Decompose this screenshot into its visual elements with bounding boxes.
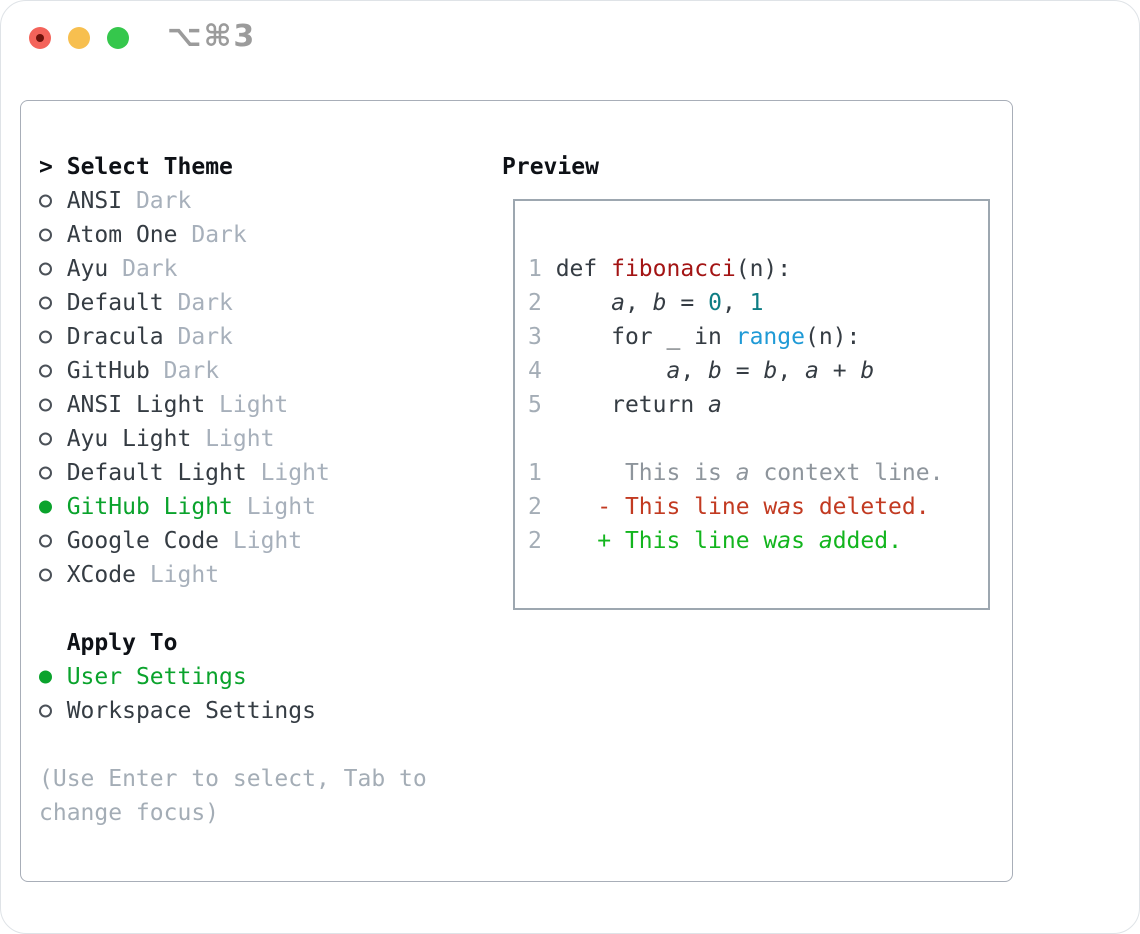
- preview-line: 4 a, b = b, a + b: [528, 358, 875, 384]
- option-label: GitHub Light: [66, 494, 233, 520]
- option-label: Default: [66, 290, 164, 316]
- apply-option-user-settings[interactable]: User Settings: [39, 660, 427, 694]
- theme-option-atom-one[interactable]: Atom One Dark: [39, 218, 427, 252]
- preview-line: 2 + This line was added.: [528, 528, 902, 554]
- theme-option-github[interactable]: GitHub Dark: [39, 354, 427, 388]
- spacer: [39, 728, 427, 762]
- option-label: Default Light: [66, 460, 247, 486]
- option-label: Google Code: [66, 528, 220, 554]
- theme-option-xcode[interactable]: XCode Light: [39, 558, 427, 592]
- help-text-line: (Use Enter to select, Tab to: [39, 766, 427, 792]
- radio-unselected-icon: [39, 228, 52, 242]
- option-variant-tag: Dark: [177, 290, 233, 316]
- preview-line: 5 return a: [528, 392, 722, 418]
- theme-option-google-code[interactable]: Google Code Light: [39, 524, 427, 558]
- close-button[interactable]: [29, 27, 51, 49]
- option-variant-tag: Dark: [177, 324, 233, 350]
- option-label: Atom One: [66, 222, 178, 248]
- select-theme-title: Select Theme: [66, 154, 233, 180]
- option-label: Workspace Settings: [66, 698, 316, 724]
- option-label: Ayu: [66, 256, 109, 282]
- radio-unselected-icon: [39, 194, 52, 208]
- window-title: ⌥⌘3: [167, 19, 257, 54]
- titlebar: ⌥⌘3: [1, 1, 1139, 75]
- radio-unselected-icon: [39, 330, 52, 344]
- option-variant-tag: Light: [246, 494, 316, 520]
- help-text: (Use Enter to select, Tab to change focus…: [39, 762, 427, 830]
- theme-option-github-light[interactable]: GitHub Light Light: [39, 490, 427, 524]
- option-variant-tag: Dark: [191, 222, 247, 248]
- option-label: XCode: [66, 562, 136, 588]
- radio-selected-icon: [39, 670, 52, 684]
- radio-unselected-icon: [39, 262, 52, 276]
- radio-unselected-icon: [39, 398, 52, 412]
- preview-line: 3 for _ in range(n):: [528, 324, 861, 350]
- option-variant-tag: Light: [149, 562, 220, 588]
- theme-option-ansi-light[interactable]: ANSI Light Light: [39, 388, 427, 422]
- option-variant-tag: Light: [205, 426, 275, 452]
- select-theme-header-row: > Select Theme: [39, 150, 427, 184]
- option-variant-tag: Dark: [135, 188, 192, 214]
- theme-picker-panel: > Select Theme ANSI Dark Atom One Dark A…: [20, 100, 1013, 882]
- option-variant-tag: Light: [219, 392, 289, 418]
- prompt-caret: >: [39, 154, 53, 180]
- preview-title: Preview: [502, 154, 599, 180]
- theme-option-ansi[interactable]: ANSI Dark: [39, 184, 427, 218]
- preview-line: [528, 422, 988, 456]
- option-variant-tag: Dark: [163, 358, 220, 384]
- radio-unselected-icon: [39, 432, 52, 446]
- radio-unselected-icon: [39, 364, 52, 378]
- theme-option-default-light[interactable]: Default Light Light: [39, 456, 427, 490]
- option-variant-tag: Light: [232, 528, 303, 554]
- option-label: GitHub: [66, 358, 150, 384]
- preview-line: 1 This is a context line.: [528, 460, 944, 486]
- radio-unselected-icon: [39, 704, 52, 718]
- close-dot-icon: [36, 34, 44, 42]
- radio-selected-icon: [39, 500, 52, 514]
- apply-option-workspace-settings[interactable]: Workspace Settings: [39, 694, 427, 728]
- theme-list: ANSI Dark Atom One Dark Ayu Dark Default…: [39, 184, 427, 592]
- preview-line: 1 def fibonacci(n):: [528, 256, 792, 282]
- option-label: ANSI: [66, 188, 123, 214]
- minimize-button[interactable]: [68, 27, 90, 49]
- spacer: [39, 592, 427, 626]
- radio-unselected-icon: [39, 296, 52, 310]
- help-text-line: change focus): [39, 800, 220, 826]
- preview-line: 2 - This line was deleted.: [528, 494, 930, 520]
- apply-to-title: Apply To: [66, 630, 178, 656]
- radio-unselected-icon: [39, 466, 52, 480]
- theme-selection-column: > Select Theme ANSI Dark Atom One Dark A…: [39, 150, 427, 830]
- option-label: Ayu Light: [66, 426, 192, 452]
- option-label: Dracula: [66, 324, 164, 350]
- theme-option-dracula[interactable]: Dracula Dark: [39, 320, 427, 354]
- option-variant-tag: Light: [260, 460, 330, 486]
- maximize-button[interactable]: [107, 27, 129, 49]
- theme-option-default[interactable]: Default Dark: [39, 286, 427, 320]
- apply-to-header-row: Apply To: [39, 626, 427, 660]
- apply-to-list: User Settings Workspace Settings: [39, 660, 427, 728]
- option-variant-tag: Dark: [122, 256, 178, 282]
- theme-option-ayu-light[interactable]: Ayu Light Light: [39, 422, 427, 456]
- preview-line: 2 a, b = 0, 1: [528, 290, 764, 316]
- option-label: User Settings: [66, 664, 247, 690]
- theme-option-ayu[interactable]: Ayu Dark: [39, 252, 427, 286]
- preview-pane: 1 def fibonacci(n): 2 a, b = 0, 1 3 for _ …: [513, 199, 990, 610]
- radio-unselected-icon: [39, 534, 52, 548]
- option-label: ANSI Light: [66, 392, 206, 418]
- radio-unselected-icon: [39, 568, 52, 582]
